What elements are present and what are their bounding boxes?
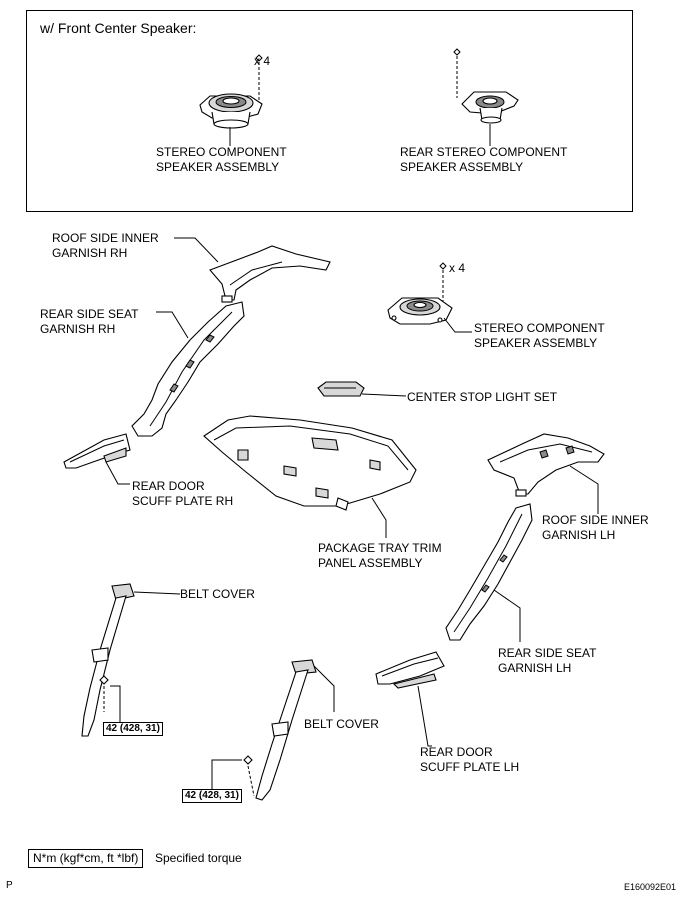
- roof-side-inner-garnish-lh-illustration: [487, 433, 605, 497]
- leader-seat-rh: [156, 311, 189, 339]
- leader-stereo-deck: [443, 317, 472, 333]
- label-center-stop-light-set: CENTER STOP LIGHT SET: [407, 390, 558, 404]
- label-roof-side-inner-garnish-lh: ROOF SIDE INNER GARNISH LH: [542, 513, 649, 542]
- leader-torque-2: [211, 759, 242, 794]
- torque-legend-unit: N*m (kgf*cm, ft *lbf): [28, 849, 144, 868]
- leader-belt-cover-1: [133, 591, 181, 595]
- leader-roof-lh: [569, 465, 599, 514]
- leader-roof-rh: [174, 237, 219, 263]
- torque-spec-left: 42 (428, 31): [103, 722, 163, 736]
- rear-stereo-speaker-illustration: [453, 48, 519, 124]
- left-belt-illustration: [81, 583, 135, 737]
- deck-speaker-illustration: [387, 262, 453, 325]
- front-center-speaker-frame: [26, 10, 633, 212]
- leader-scuff-rh: [105, 461, 130, 485]
- right-belt-illustration: [243, 659, 317, 801]
- leader-scuff-lh: [417, 685, 432, 747]
- label-rear-side-seat-garnish-lh: REAR SIDE SEAT GARNISH LH: [498, 646, 597, 675]
- leader-belt-cover-2: [313, 665, 335, 712]
- corner-mark: P: [6, 880, 13, 891]
- figure-id: E160092E01: [624, 882, 677, 892]
- leader-torque-1: [110, 685, 121, 722]
- label-package-tray-trim-panel: PACKAGE TRAY TRIM PANEL ASSEMBLY: [318, 541, 442, 570]
- label-rear-stereo-component: REAR STEREO COMPONENT SPEAKER ASSEMBLY: [400, 145, 568, 174]
- label-belt-cover-left: BELT COVER: [180, 587, 255, 601]
- package-tray-illustration: [203, 415, 417, 511]
- label-stereo-component-deck: STEREO COMPONENT SPEAKER ASSEMBLY: [474, 321, 605, 350]
- label-rear-door-scuff-plate-rh: REAR DOOR SCUFF PLATE RH: [132, 479, 234, 508]
- label-belt-cover-right: BELT COVER: [304, 717, 379, 731]
- qty-label-front: x 4: [254, 54, 271, 68]
- center-stop-light-illustration: [317, 381, 365, 397]
- frame-title: w/ Front Center Speaker:: [40, 20, 197, 36]
- label-rear-side-seat-garnish-rh: REAR SIDE SEAT GARNISH RH: [40, 307, 139, 336]
- label-roof-side-inner-garnish-rh: ROOF SIDE INNER GARNISH RH: [52, 231, 159, 260]
- roof-side-inner-garnish-rh-illustration: [209, 245, 331, 303]
- rear-door-scuff-plate-lh-illustration: [375, 651, 445, 689]
- label-stereo-component-front: STEREO COMPONENT SPEAKER ASSEMBLY: [156, 145, 287, 174]
- front-speaker-illustration: [199, 54, 263, 129]
- rear-door-scuff-plate-rh-illustration: [63, 433, 131, 469]
- leader-seat-lh: [493, 589, 521, 642]
- leader-package-tray: [371, 497, 387, 538]
- rear-side-seat-garnish-lh-illustration: [445, 503, 533, 641]
- qty-label-deck: x 4: [449, 261, 466, 275]
- torque-spec-right: 42 (428, 31): [182, 789, 242, 803]
- rear-side-seat-garnish-rh-illustration: [131, 301, 245, 437]
- label-rear-door-scuff-plate-lh: REAR DOOR SCUFF PLATE LH: [420, 745, 520, 774]
- torque-legend-description: Specified torque: [155, 851, 242, 865]
- leader-center-stop: [361, 393, 407, 397]
